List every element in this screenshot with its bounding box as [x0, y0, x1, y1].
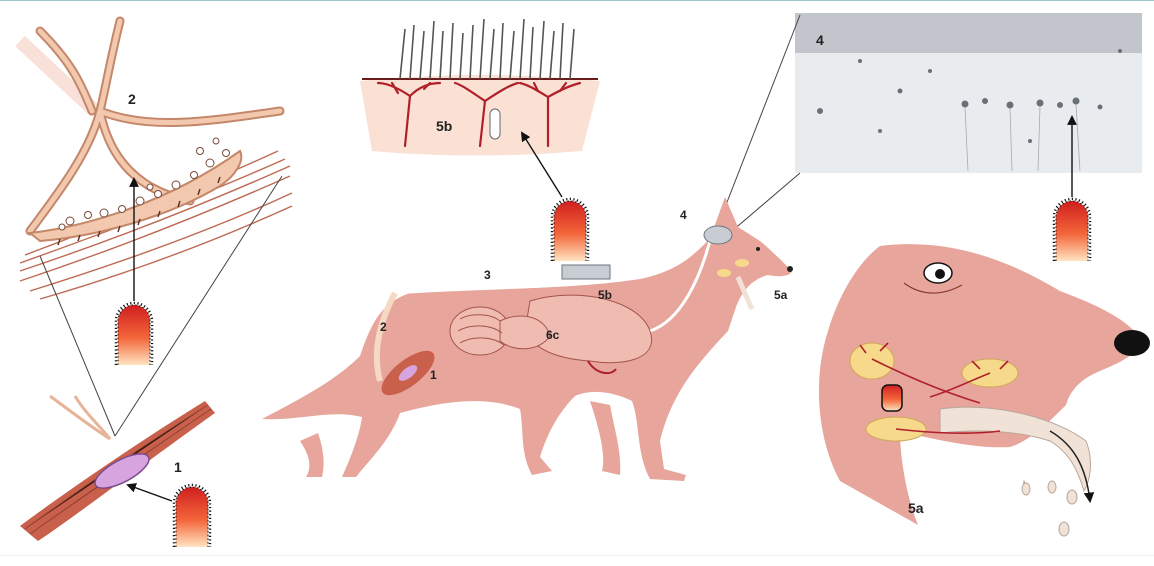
- label-nerve-body: 2: [380, 320, 387, 334]
- label-spinal-cord: 3: [484, 268, 491, 282]
- sensor-probe-icon: [1054, 199, 1090, 261]
- arrow-icon: [128, 485, 172, 501]
- label-skin-body: 5b: [598, 288, 612, 302]
- label-brain-micrograph: 4: [816, 32, 824, 48]
- label-muscle-fibre: 1: [430, 368, 437, 382]
- dog-body: 3 4 5b 5a 6c 2 1: [262, 197, 793, 481]
- sensor-probe-icon: [174, 485, 210, 547]
- label-salivary-head: 5a: [908, 500, 924, 516]
- sensor-probe-icon: [882, 385, 902, 411]
- sensor-probe-icon: [552, 199, 588, 261]
- label-nerve-junction: 2: [128, 91, 136, 107]
- brain-micrograph: 4: [795, 13, 1142, 261]
- label-brain-body: 4: [680, 208, 687, 222]
- dog-head-closeup: 5a: [819, 244, 1150, 536]
- label-salivary-body: 5a: [774, 288, 788, 302]
- neuromuscular-junction-closeup: 2: [20, 21, 292, 365]
- muscle-fibre: 1: [20, 396, 215, 547]
- label-gut-body: 6c: [546, 328, 560, 342]
- sensor-probe-icon: [116, 303, 152, 365]
- label-muscle-closeup: 1: [174, 459, 182, 475]
- label-skin-closeup: 5b: [436, 118, 452, 134]
- skin-closeup: 5b: [360, 19, 600, 261]
